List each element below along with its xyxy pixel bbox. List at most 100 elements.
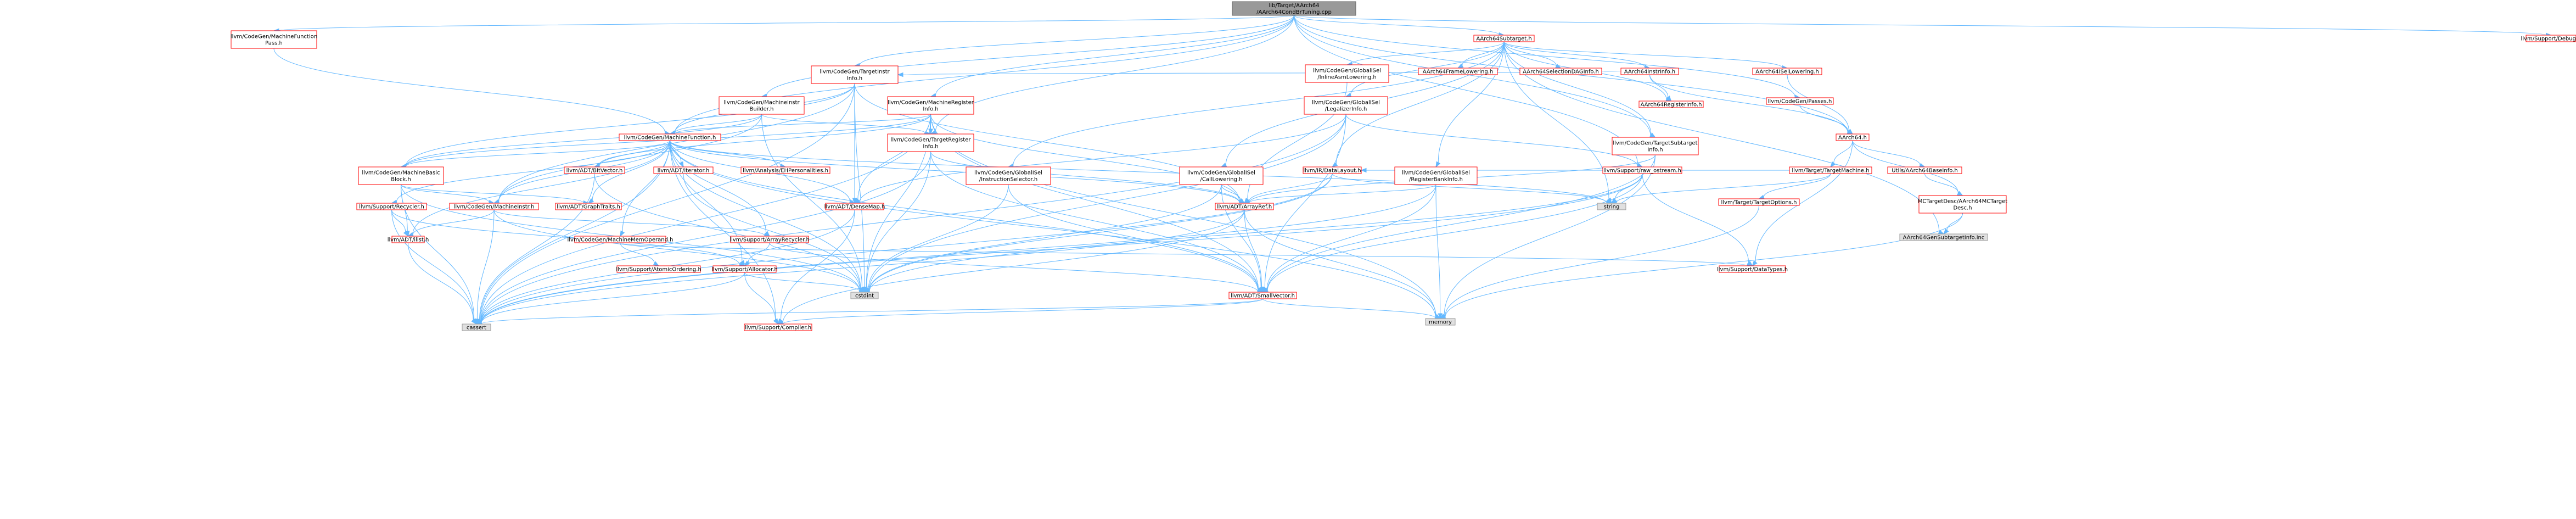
node-baseinfo[interactable]: Utils/AArch64BaseInfo.h [1887, 166, 1962, 174]
node-debug[interactable]: llvm/Support/Debug.h [2521, 35, 2576, 42]
node-label: /CallLowering.h [1200, 177, 1243, 183]
node-calllow[interactable]: llvm/CodeGen/GlobalISel/CallLowering.h [1179, 166, 1264, 185]
node-iterator[interactable]: llvm/ADT/iterator.h [653, 166, 714, 174]
node-box [356, 203, 427, 210]
node-box [1638, 101, 1704, 108]
node-label: llvm/CodeGen/GlobalISel [1187, 170, 1255, 176]
node-arrayrecycler[interactable]: llvm/Support/ArrayRecycler.h [729, 236, 810, 243]
node-label: AArch64SelectionDAGInfo.h [1523, 69, 1599, 75]
node-ilist[interactable]: llvm/ADT/ilist.h [388, 236, 429, 243]
node-bitvector[interactable]: llvm/ADT/BitVector.h [564, 166, 625, 174]
node-label: Desc.h [1953, 205, 1972, 211]
node-box [887, 133, 974, 152]
node-framelow[interactable]: AArch64FrameLowering.h [1418, 68, 1498, 75]
node-box [2526, 35, 2576, 42]
node-box [1887, 166, 1962, 174]
edge-ilist-to-cassert [408, 242, 477, 325]
node-box [619, 133, 721, 141]
edge-root-to-tri [930, 15, 1294, 135]
node-recycler[interactable]: llvm/Support/Recycler.h [356, 203, 427, 210]
node-legalizer[interactable]: llvm/CodeGen/GlobalISel/LegalizerInfo.h [1304, 96, 1388, 115]
node-reginfo[interactable]: AArch64RegisterInfo.h [1638, 101, 1704, 108]
node-densemap[interactable]: llvm/ADT/DenseMap.h [824, 203, 885, 210]
node-label: llvm/Support/raw_ostream.h [1603, 168, 1681, 174]
node-compiler[interactable]: llvm/Support/Compiler.h [744, 323, 812, 331]
node-label: llvm/Support/AtomicOrdering.h [616, 267, 701, 273]
node-mi[interactable]: llvm/CodeGen/MachineInstr.h [449, 203, 539, 210]
node-subtarget[interactable]: AArch64Subtarget.h [1473, 35, 1535, 42]
node-memory: memory [1425, 318, 1456, 326]
node-targetopts[interactable]: llvm/Target/TargetOptions.h [1718, 198, 1800, 206]
node-datalayout[interactable]: llvm/IR/DataLayout.h [1303, 166, 1362, 174]
node-label: llvm/CodeGen/GlobalISel [974, 170, 1042, 176]
edge-root-to-mibuilder [761, 15, 1294, 98]
node-box [1718, 198, 1800, 206]
edge-subtarget-to-inlineasm [1346, 41, 1505, 66]
node-isellow[interactable]: AArch64ISelLowering.h [1752, 68, 1822, 75]
nodes-layer: lib/Target/AArch64/AArch64CondBrTuning.c… [231, 1, 2576, 331]
node-seldag[interactable]: AArch64SelectionDAGInfo.h [1519, 68, 1602, 75]
edge-mfpass-to-mf [273, 48, 671, 136]
node-label: llvm/ADT/SmallVector.h [1231, 293, 1295, 299]
edge-mibuilder-to-mf [669, 114, 762, 136]
edge-mf-to-bitvector [593, 140, 670, 168]
edge-baseinfo-to-mctdesc [1924, 173, 1963, 196]
node-label: llvm/Analysis/EHPersonalities.h [743, 168, 828, 174]
node-label: /InstructionSelector.h [979, 177, 1038, 183]
node-label: /InlineAsmLowering.h [1317, 75, 1376, 81]
node-box [1899, 233, 1988, 241]
node-inlineasm[interactable]: llvm/CodeGen/GlobalISel/InlineAsmLowerin… [1305, 64, 1389, 83]
node-box [574, 236, 666, 243]
node-ehpers[interactable]: llvm/Analysis/EHPersonalities.h [740, 166, 830, 174]
node-arrayref[interactable]: llvm/ADT/ArrayRef.h [1215, 203, 1274, 210]
node-mf[interactable]: llvm/CodeGen/MachineFunction.h [619, 133, 721, 141]
node-allocator[interactable]: llvm/Support/Allocator.h [711, 265, 778, 273]
node-label: llvm/Support/Allocator.h [711, 267, 777, 273]
node-box [1394, 166, 1478, 185]
node-smallvector[interactable]: llvm/ADT/SmallVector.h [1228, 292, 1297, 299]
node-box [1304, 96, 1388, 115]
node-label: AArch64RegisterInfo.h [1641, 102, 1702, 108]
edge-smallvector-to-cassert [475, 298, 1263, 326]
node-box [730, 236, 809, 243]
node-label: llvm/Support/Debug.h [2521, 36, 2576, 42]
edge-mi-to-ilist [407, 209, 495, 237]
node-graphtraits[interactable]: llvm/ADT/GraphTraits.h [555, 203, 622, 210]
node-rbinfo[interactable]: llvm/CodeGen/GlobalISel/RegisterBankInfo… [1394, 166, 1478, 185]
node-box [616, 265, 701, 273]
node-passes[interactable]: llvm/CodeGen/Passes.h [1766, 97, 1834, 105]
node-atomicordering[interactable]: llvm/Support/AtomicOrdering.h [616, 265, 701, 273]
node-label: llvm/CodeGen/MachineInstr [723, 100, 800, 106]
node-mmo[interactable]: llvm/CodeGen/MachineMemOperand.h [568, 236, 674, 243]
edge-root-to-mf [669, 15, 1294, 136]
edge-targetmachine-to-targetopts [1758, 173, 1831, 199]
node-label: llvm/CodeGen/MachineFunction [231, 34, 317, 40]
node-box [1836, 133, 1870, 141]
node-datatypes[interactable]: llvm/Support/DataTypes.h [1717, 265, 1788, 273]
node-label: AArch64ISelLowering.h [1755, 69, 1819, 75]
edge-mri-to-mbb [400, 114, 931, 169]
node-label: llvm/CodeGen/MachineMemOperand.h [568, 237, 674, 243]
node-instsel[interactable]: llvm/CodeGen/GlobalISel/InstructionSelec… [966, 166, 1051, 185]
node-box [1602, 166, 1682, 174]
node-label: llvm/Support/ArrayRecycler.h [729, 237, 810, 243]
node-aarch64h[interactable]: AArch64.h [1836, 133, 1870, 141]
node-rawostream[interactable]: llvm/Support/raw_ostream.h [1602, 166, 1682, 174]
node-label: llvm/CodeGen/GlobalISel [1312, 100, 1380, 106]
node-box [1519, 68, 1602, 75]
node-instrinfo[interactable]: AArch64InstrInfo.h [1620, 68, 1679, 75]
edge-mf-to-graphtraits [587, 140, 670, 204]
edge-smallvector-to-memory [1262, 298, 1441, 321]
node-targetmachine[interactable]: llvm/Target/TargetMachine.h [1789, 166, 1872, 174]
edge-instrinfo-to-reginfo [1649, 74, 1672, 102]
node-label: AArch64FrameLowering.h [1423, 69, 1494, 75]
